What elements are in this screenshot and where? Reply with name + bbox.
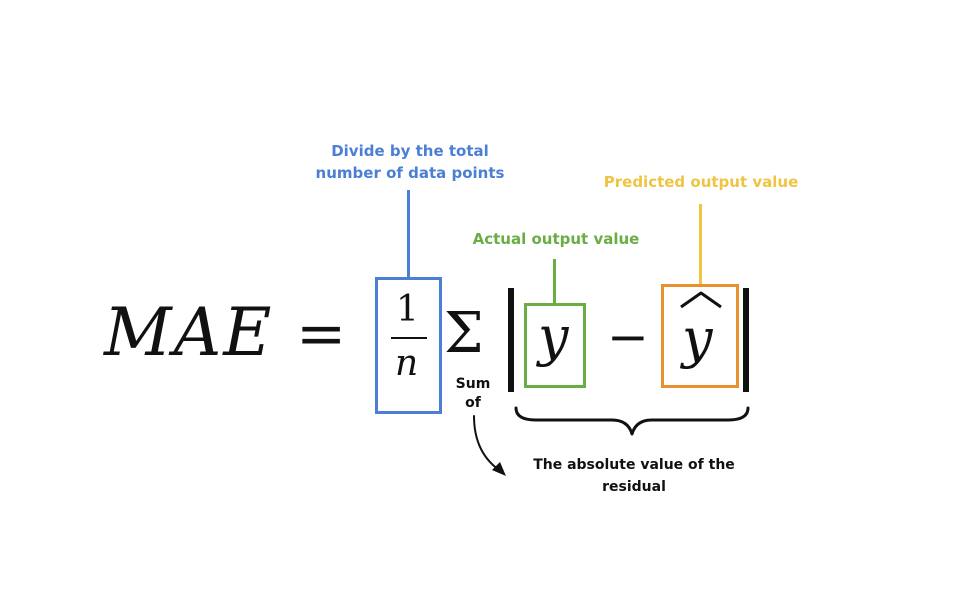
residual-annotation-line1: The absolute value of the: [533, 457, 735, 473]
residual-annotation-line2: residual: [602, 479, 666, 495]
sum-arrow: [473, 415, 506, 476]
predicted-connector: [699, 204, 702, 284]
minus-sign: −: [607, 308, 649, 366]
predicted-box: [661, 284, 739, 388]
actual-connector: [553, 259, 556, 303]
divide-box: [375, 277, 442, 414]
sum-annotation: Sum of: [445, 375, 501, 413]
actual-box: [524, 303, 586, 388]
fraction-denominator: n: [395, 343, 419, 384]
fraction-bar: [391, 337, 427, 339]
hat-symbol: [680, 291, 722, 309]
mae-symbol: MAE: [104, 294, 274, 371]
divide-connector: [407, 190, 410, 278]
abs-bar-left: [508, 288, 514, 392]
actual-annotation: Actual output value: [472, 230, 640, 248]
predicted-annotation: Predicted output value: [603, 173, 799, 191]
fraction-numerator: 1: [396, 289, 419, 330]
predicted-symbol: y: [682, 307, 713, 370]
divide-annotation: Divide by the total number of data point…: [300, 140, 520, 184]
sum-symbol: Σ: [444, 301, 484, 366]
equals-sign: =: [296, 299, 347, 369]
divide-annotation-line1: Divide by the total: [331, 142, 489, 160]
sum-annotation-line1: Sum: [455, 376, 491, 392]
residual-annotation: The absolute value of the residual: [516, 454, 752, 498]
residual-brace: [514, 406, 750, 436]
actual-symbol: y: [538, 305, 569, 368]
divide-annotation-line2: number of data points: [315, 164, 505, 182]
sum-annotation-line2: of: [465, 395, 481, 411]
abs-bar-right: [743, 288, 749, 392]
